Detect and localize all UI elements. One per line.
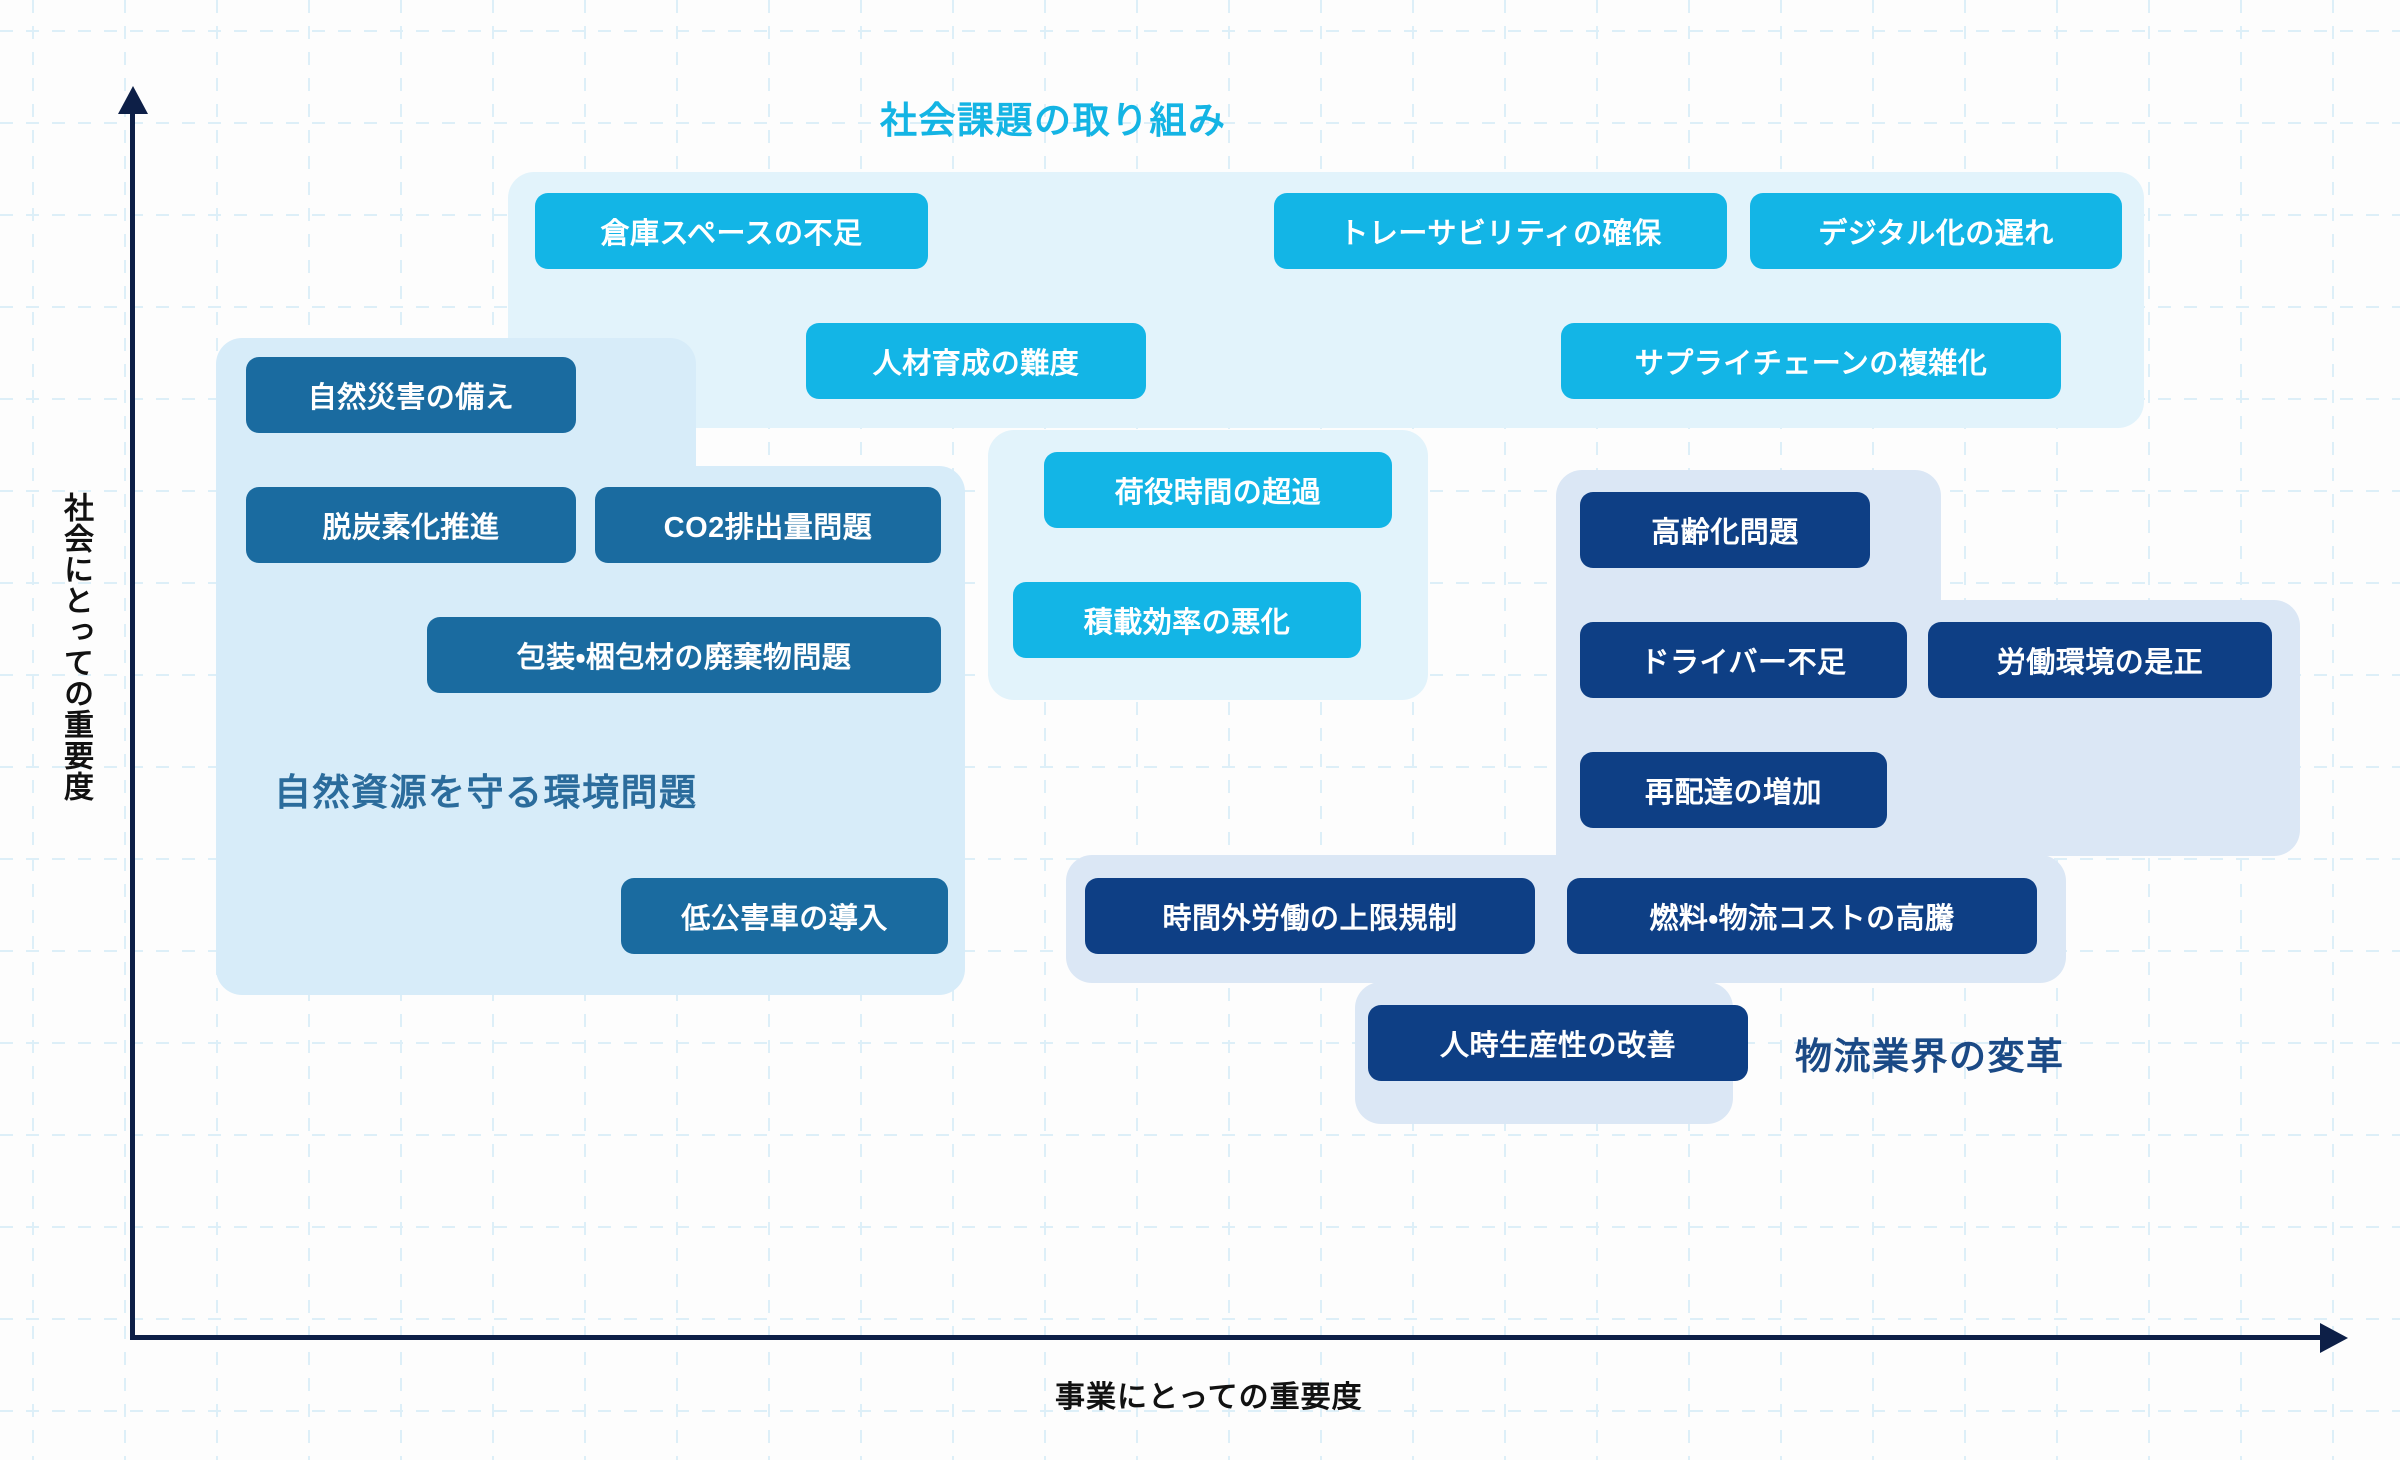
chip-cargo-handling-time[interactable]: 荷役時間の超過 — [1044, 452, 1392, 528]
chip-supply-chain-complexity[interactable]: サプライチェーンの複雑化 — [1561, 323, 2061, 399]
chip-aging-problem[interactable]: 高齢化問題 — [1580, 492, 1870, 568]
chip-disaster-preparedness[interactable]: 自然災害の備え — [246, 357, 576, 433]
chip-driver-shortage[interactable]: ドライバー不足 — [1580, 622, 1907, 698]
x-axis-label: 事業にとっての重要度 — [1055, 1381, 1363, 1414]
chip-fuel-logistics-cost[interactable]: 燃料・物流コストの高騰 — [1567, 878, 2037, 954]
chip-packaging-waste[interactable]: 包装・梱包材の廃棄物問題 — [427, 617, 941, 693]
chip-co2-emissions[interactable]: CO2排出量問題 — [595, 487, 941, 563]
grid-line-horizontal — [0, 1134, 2400, 1136]
grid-line-vertical — [32, 0, 34, 1460]
chip-overtime-regulation[interactable]: 時間外労働の上限規制 — [1085, 878, 1535, 954]
chip-work-environment[interactable]: 労働環境の是正 — [1928, 622, 2272, 698]
chip-warehouse-space[interactable]: 倉庫スペースの不足 — [535, 193, 928, 269]
x-axis-line — [130, 1335, 2325, 1340]
cluster-title-social: 社会課題の取り組み — [880, 100, 1227, 141]
chip-load-efficiency[interactable]: 積載効率の悪化 — [1013, 582, 1361, 658]
cluster-title-environment: 自然資源を守る環境問題 — [274, 772, 698, 813]
grid-line-horizontal — [0, 30, 2400, 32]
chip-decarbonization[interactable]: 脱炭素化推進 — [246, 487, 576, 563]
grid-line-horizontal — [0, 1318, 2400, 1320]
y-axis-label: 社会にとっての重要度 — [59, 492, 92, 802]
chip-redelivery-increase[interactable]: 再配達の増加 — [1580, 752, 1887, 828]
grid-line-vertical — [124, 0, 126, 1460]
grid-line-vertical — [2332, 0, 2334, 1460]
cluster-title-logistics: 物流業界の変革 — [1795, 1036, 2065, 1077]
x-axis-arrow-icon — [2320, 1323, 2348, 1353]
chip-traceability[interactable]: トレーサビリティの確保 — [1274, 193, 1727, 269]
chip-talent-development[interactable]: 人材育成の難度 — [806, 323, 1146, 399]
y-axis-arrow-icon — [118, 86, 148, 114]
chip-digitalization-delay[interactable]: デジタル化の遅れ — [1750, 193, 2122, 269]
chip-low-emission-vehicles[interactable]: 低公害車の導入 — [621, 878, 948, 954]
y-axis-line — [130, 108, 135, 1340]
chip-labor-productivity[interactable]: 人時生産性の改善 — [1368, 1005, 1748, 1081]
grid-line-horizontal — [0, 1226, 2400, 1228]
